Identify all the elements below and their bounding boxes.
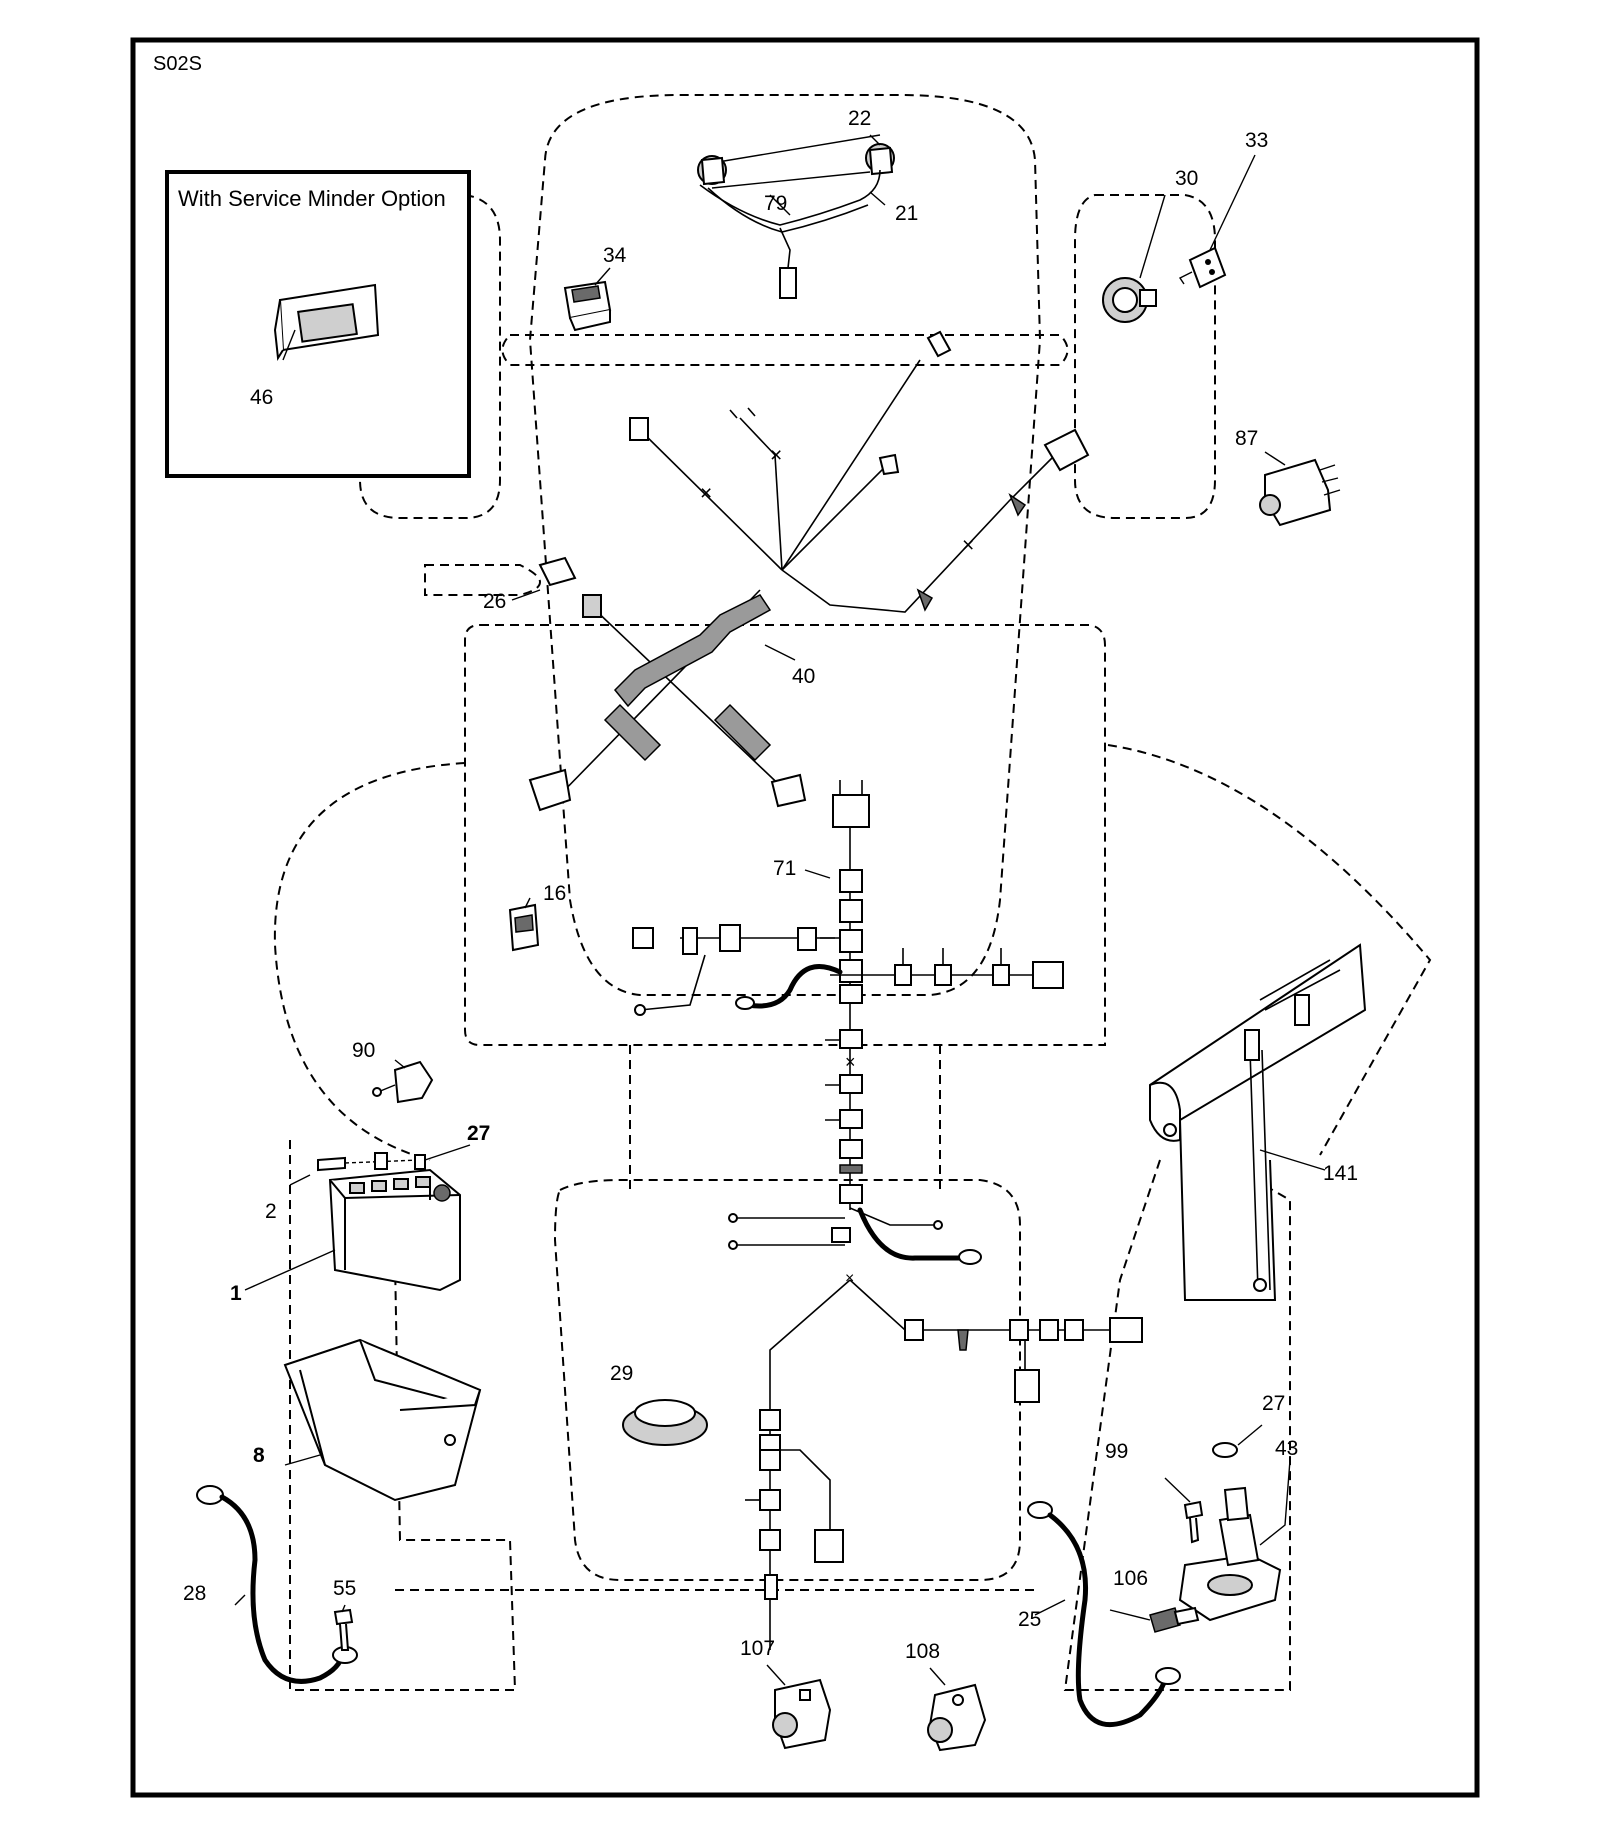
ignition-key-33 bbox=[1178, 246, 1227, 289]
nut-27 bbox=[1212, 1424, 1263, 1458]
ignition-switch-30 bbox=[1102, 277, 1157, 323]
callout-labels: 46 22 79 21 34 30 33 87 26 40 71 16 90 2… bbox=[183, 107, 1358, 1663]
center-harness-71: × × bbox=[632, 780, 1143, 1650]
body-outlines bbox=[273, 94, 1432, 1691]
callout-108: 108 bbox=[905, 1640, 940, 1663]
battery-1 bbox=[328, 1168, 461, 1292]
service-minder-inset: With Service Minder Option bbox=[165, 170, 471, 478]
callout-16: 16 bbox=[543, 882, 566, 905]
ground-cable-28 bbox=[196, 1485, 358, 1684]
callout-8: 8 bbox=[253, 1444, 265, 1467]
callout-79: 79 bbox=[764, 192, 787, 215]
diagram-code: S02S bbox=[153, 53, 202, 75]
callout-43: 43 bbox=[1275, 1437, 1298, 1460]
svg-text:×: × bbox=[700, 482, 712, 505]
leader-lines bbox=[244, 134, 1286, 1686]
callout-33: 33 bbox=[1245, 129, 1268, 152]
callout-28: 28 bbox=[183, 1582, 206, 1605]
pto-switch-43 bbox=[1178, 1459, 1291, 1622]
inset-title: With Service Minder Option bbox=[178, 186, 446, 211]
callout-107: 107 bbox=[740, 1637, 775, 1660]
callout-46: 46 bbox=[250, 386, 273, 409]
svg-text:×: × bbox=[845, 1270, 854, 1287]
bolt-55 bbox=[333, 1608, 354, 1651]
callout-2: 2 bbox=[265, 1200, 277, 1223]
callout-34: 34 bbox=[603, 244, 627, 267]
switch-34 bbox=[563, 280, 612, 332]
svg-text:×: × bbox=[845, 1052, 856, 1072]
battery-tray-8 bbox=[283, 1338, 482, 1502]
callout-25: 25 bbox=[1018, 1608, 1041, 1631]
callout-87: 87 bbox=[1235, 427, 1258, 450]
callout-40: 40 bbox=[792, 665, 815, 688]
battery-bolts bbox=[289, 1144, 471, 1186]
clip-106 bbox=[1149, 1606, 1200, 1633]
headlight-assembly bbox=[697, 134, 895, 299]
callout-71: 71 bbox=[773, 857, 796, 880]
callout-22: 22 bbox=[848, 107, 871, 130]
screw-99 bbox=[1164, 1477, 1204, 1544]
callout-1: 1 bbox=[230, 1282, 242, 1305]
cap-90 bbox=[372, 1060, 434, 1104]
svg-text:×: × bbox=[770, 444, 782, 467]
main-harness-40 bbox=[528, 589, 807, 812]
callout-106: 106 bbox=[1113, 1567, 1148, 1590]
callout-90: 90 bbox=[352, 1039, 375, 1062]
solenoid-108 bbox=[927, 1683, 987, 1752]
diagram-frame bbox=[130, 37, 1480, 1798]
cable-25 bbox=[1027, 1501, 1181, 1728]
callout-29: 29 bbox=[610, 1362, 633, 1385]
callout-141: 141 bbox=[1323, 1162, 1358, 1185]
relay-87 bbox=[1259, 458, 1341, 527]
callout-26: 26 bbox=[483, 590, 506, 613]
connector-16 bbox=[508, 903, 540, 952]
service-minder-hour-meter bbox=[273, 283, 380, 361]
callout-27-pto: 27 bbox=[1262, 1392, 1285, 1415]
bracket-141 bbox=[1149, 943, 1367, 1301]
upper-harness-wires: × × × bbox=[629, 330, 1090, 613]
fuse-holder-26 bbox=[511, 556, 577, 601]
callout-27-battery: 27 bbox=[467, 1122, 490, 1145]
callout-55: 55 bbox=[333, 1577, 356, 1600]
svg-text:×: × bbox=[962, 534, 974, 557]
solenoid-107 bbox=[772, 1678, 832, 1750]
callout-30: 30 bbox=[1175, 167, 1198, 190]
lamp-29 bbox=[622, 1399, 708, 1446]
callout-99: 99 bbox=[1105, 1440, 1128, 1463]
callout-21: 21 bbox=[895, 202, 918, 225]
